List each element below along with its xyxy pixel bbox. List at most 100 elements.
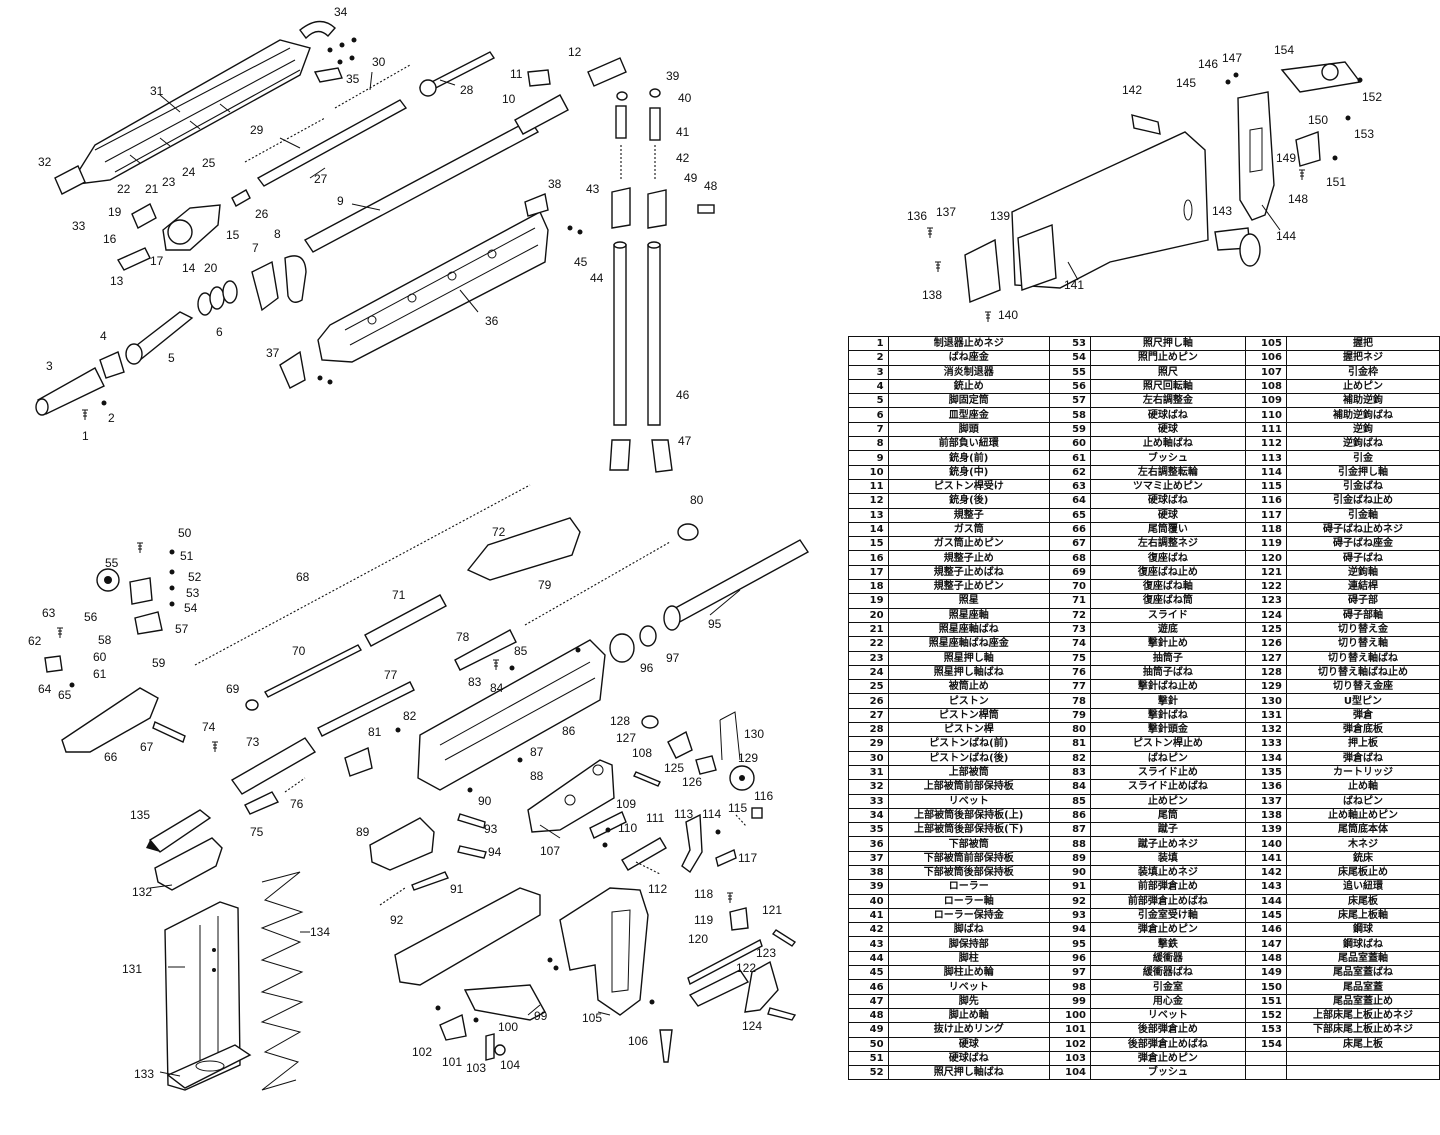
part-number: 115 <box>1244 478 1287 495</box>
part-number: 58 <box>1048 407 1092 423</box>
part-number: 28 <box>848 722 889 738</box>
part-name: 止めピン <box>1285 378 1440 395</box>
callout-77: 77 <box>384 668 398 682</box>
callout-154: 154 <box>1274 43 1294 57</box>
part-name: 脚止め軸 <box>887 1007 1050 1024</box>
part-number: 95 <box>1048 936 1092 952</box>
part-name: 照尺押し軸ばね <box>887 1065 1050 1081</box>
part-name: 銃身(中) <box>887 464 1050 480</box>
part-number: 22 <box>848 636 889 652</box>
callout-31: 31 <box>150 84 164 98</box>
callout-38: 38 <box>548 177 562 191</box>
part-name: ピストン桿 <box>887 722 1050 738</box>
callout-35: 35 <box>346 72 360 86</box>
callout-46: 46 <box>676 388 690 402</box>
part-number: 70 <box>1048 579 1092 595</box>
callout-85: 85 <box>514 644 528 658</box>
part-name: カートリッジ <box>1285 764 1440 781</box>
part-number: 24 <box>848 664 889 681</box>
callout-78: 78 <box>456 630 470 644</box>
part-number: 60 <box>1048 436 1092 452</box>
part-name: ガス筒止めピン <box>887 536 1050 552</box>
part-name: 制退器止めネジ <box>887 335 1050 352</box>
callout-73: 73 <box>246 735 260 749</box>
callout-26: 26 <box>255 207 269 221</box>
part-number: 54 <box>1048 350 1092 366</box>
part-number: 112 <box>1244 436 1287 452</box>
part-number: 21 <box>848 621 889 638</box>
part-name: 前部負い紐環 <box>887 436 1050 452</box>
part-name: 握把 <box>1285 335 1440 352</box>
callout-2: 2 <box>108 411 115 425</box>
callout-44: 44 <box>590 271 604 285</box>
callout-56: 56 <box>84 610 98 624</box>
callout-51: 51 <box>180 549 194 563</box>
callout-89: 89 <box>356 825 370 839</box>
part-number: 128 <box>1244 664 1287 681</box>
callout-36: 36 <box>485 314 499 328</box>
part-name: 照星押し軸 <box>887 650 1050 666</box>
part-number: 69 <box>1048 564 1092 581</box>
callout-112: 112 <box>648 882 667 896</box>
callout-25: 25 <box>202 156 216 170</box>
callout-60: 60 <box>93 650 107 664</box>
callout-118: 118 <box>694 887 713 901</box>
part-name: 規整子 <box>887 507 1050 523</box>
part-name: 硬球ばね <box>1090 493 1246 509</box>
callout-55: 55 <box>105 556 119 570</box>
part-number: 130 <box>1244 693 1287 709</box>
callout-65: 65 <box>58 688 72 702</box>
part-number: 7 <box>848 421 889 438</box>
callout-121: 121 <box>762 903 782 917</box>
callout-23: 23 <box>162 175 176 189</box>
part-name: 装填 <box>1090 850 1246 866</box>
lower-handguard-group <box>279 193 583 389</box>
part-number: 89 <box>1048 850 1092 866</box>
receiver-group <box>44 484 810 906</box>
part-number: 20 <box>848 607 889 623</box>
magazine-group <box>146 809 304 1091</box>
part-number: 43 <box>848 936 889 952</box>
part-name: 緩衝器 <box>1090 950 1246 967</box>
callout-126: 126 <box>682 775 702 789</box>
callout-63: 63 <box>42 606 56 620</box>
part-number: 107 <box>1244 364 1287 380</box>
part-number: 113 <box>1244 450 1287 466</box>
part-number: 117 <box>1244 507 1287 523</box>
callout-114: 114 <box>702 807 721 821</box>
part-number: 49 <box>848 1022 889 1038</box>
part-name: 後部弾倉止めばね <box>1090 1036 1246 1052</box>
part-number: 88 <box>1048 836 1092 852</box>
part-name: 切り替え軸ばね <box>1285 650 1440 666</box>
callout-101: 101 <box>442 1055 462 1069</box>
part-name: 撃針止め <box>1090 636 1246 652</box>
callout-109: 109 <box>616 797 636 811</box>
part-number: 150 <box>1244 979 1287 995</box>
part-number: 131 <box>1244 707 1287 724</box>
callout-97: 97 <box>666 651 680 665</box>
part-number: 36 <box>848 836 889 852</box>
part-number: 127 <box>1244 650 1287 666</box>
part-number: 84 <box>1048 779 1092 795</box>
part-number: 81 <box>1048 736 1092 752</box>
part-name: ローラー軸 <box>887 893 1050 909</box>
part-name: 脚頭 <box>887 421 1050 438</box>
part-name: 消炎制退器 <box>887 364 1050 380</box>
part-number: 59 <box>1048 421 1092 438</box>
part-name: 用心金 <box>1090 993 1246 1009</box>
part-name: 床尾上板 <box>1285 1036 1440 1052</box>
callout-28: 28 <box>460 83 474 97</box>
callout-79: 79 <box>538 578 552 592</box>
callout-61: 61 <box>93 667 107 681</box>
